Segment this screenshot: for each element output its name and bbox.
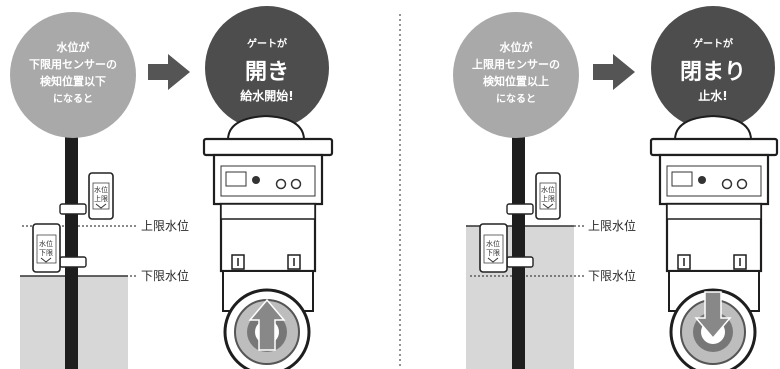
panel-1: 上限水位 下限水位 水位 上限 水位 下限 水位が 下限用センサーの 検知位置以… — [10, 6, 334, 369]
upper-sensor-label-2: 上限 — [94, 194, 108, 203]
pole-clamp — [506, 203, 534, 215]
lower-level-label: 下限水位 — [141, 268, 189, 283]
result-line-2: 閉まり — [680, 60, 746, 85]
result-circle — [205, 6, 329, 130]
lower-level-label: 下限水位 — [588, 268, 636, 283]
result-circle — [651, 6, 775, 130]
condition-circle — [10, 12, 136, 138]
lower-sensor: 水位 下限 — [32, 223, 61, 273]
lower-sensor-label-2: 下限 — [39, 248, 53, 257]
gate-device — [202, 114, 334, 369]
upper-sensor: 水位 上限 — [535, 172, 561, 220]
upper-sensor-label-1: 水位 — [541, 185, 555, 194]
pole-clamp — [59, 203, 87, 215]
upper-sensor-label-1: 水位 — [94, 185, 108, 194]
flow-up-arrow-icon — [248, 298, 286, 351]
condition-line-1: 水位が — [500, 40, 533, 54]
arrow-right-icon — [148, 54, 190, 90]
panel-2: 上限水位 下限水位 水位 上限 水位 下限 水位が 上限用センサーの 検知位置以… — [453, 6, 779, 369]
sensor-pole — [512, 136, 525, 369]
result-line-3: 給水開始! — [240, 88, 293, 103]
flow-down-arrow-icon — [694, 291, 732, 340]
condition-line-3: 検知位置以下 — [40, 74, 106, 88]
condition-line-4: になると — [496, 93, 536, 105]
gate-device — [649, 114, 779, 369]
upper-level-label: 上限水位 — [141, 218, 189, 233]
lower-sensor-label-1: 水位 — [486, 239, 500, 248]
lower-sensor: 水位 下限 — [479, 223, 508, 273]
pole-clamp — [59, 256, 87, 268]
condition-line-4: になると — [53, 93, 93, 105]
result-line-1: ゲートが — [693, 37, 734, 50]
pole-clamp — [506, 256, 534, 268]
result-line-2: 開き — [245, 60, 289, 85]
arrow-right-icon — [593, 54, 635, 90]
lower-sensor-label-2: 下限 — [486, 248, 500, 257]
sensor-pole — [65, 136, 78, 369]
condition-line-2: 上限用センサーの — [472, 57, 560, 71]
upper-sensor: 水位 上限 — [88, 172, 114, 220]
upper-level-label: 上限水位 — [588, 218, 636, 233]
result-line-1: ゲートが — [247, 37, 288, 50]
condition-line-2: 下限用センサーの — [29, 57, 117, 71]
result-line-3: 止水! — [698, 88, 727, 103]
condition-circle — [453, 12, 579, 138]
condition-line-1: 水位が — [57, 40, 90, 54]
condition-line-3: 検知位置以上 — [483, 74, 549, 88]
lower-sensor-label-1: 水位 — [39, 239, 53, 248]
upper-sensor-label-2: 上限 — [541, 194, 555, 203]
